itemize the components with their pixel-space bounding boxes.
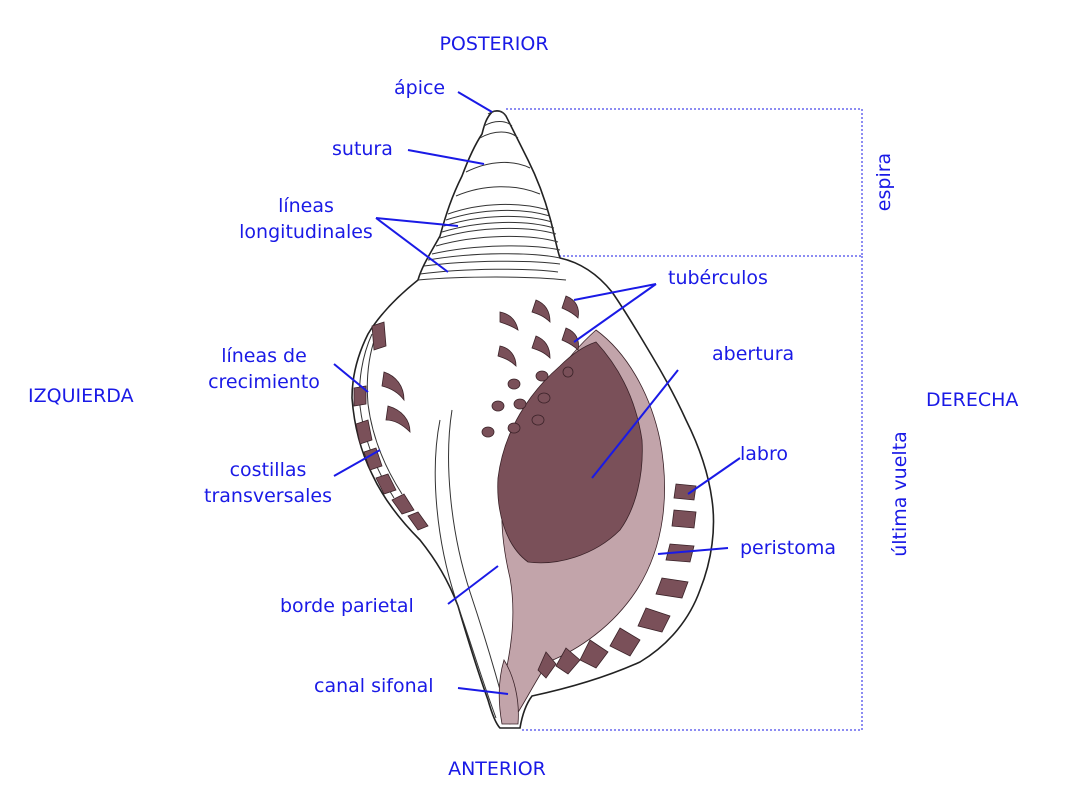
label-lineas-crecimiento-2: crecimiento xyxy=(208,371,320,393)
apex-whorl xyxy=(479,131,519,139)
label-costillas-1: costillas xyxy=(230,459,307,481)
leader-lines xyxy=(333,91,741,695)
label-lineas-longitudinales-1: líneas xyxy=(278,195,334,217)
tubercle xyxy=(385,405,411,433)
label-lineas-crecimiento-1: líneas de xyxy=(221,345,307,367)
label-canal-sifonal: canal sifonal xyxy=(314,675,434,697)
labrum-ribs xyxy=(537,483,697,679)
longitudinal-lines xyxy=(417,203,567,281)
label-costillas-2: transversales xyxy=(204,485,332,507)
label-apice: ápice xyxy=(394,77,445,99)
ultima-vuelta-bracket xyxy=(520,256,863,731)
orientation-anterior: ANTERIOR xyxy=(448,758,546,780)
parietal-wall xyxy=(434,419,497,719)
label-borde-parietal: borde parietal xyxy=(280,595,414,617)
dorsal-tubercles xyxy=(481,295,579,438)
orientation-posterior: POSTERIOR xyxy=(439,33,548,55)
espira-bracket xyxy=(506,108,863,257)
orientation-izquierda: IZQUIERDA xyxy=(28,385,134,407)
suture-line xyxy=(455,186,541,197)
label-sutura: sutura xyxy=(332,138,393,160)
label-lineas-longitudinales-2: longitudinales xyxy=(239,221,373,243)
orientation-derecha: DERECHA xyxy=(926,389,1018,411)
siphonal-canal xyxy=(498,659,519,725)
label-peristoma: peristoma xyxy=(740,537,836,559)
region-espira: espira xyxy=(873,153,895,211)
region-ultima-vuelta: última vuelta xyxy=(889,431,911,557)
apex-whorl xyxy=(483,121,513,127)
suture-line xyxy=(465,161,531,173)
aperture xyxy=(497,341,643,564)
parietal-wall xyxy=(448,409,507,713)
label-abertura: abertura xyxy=(712,343,794,365)
label-tuberculos: tubérculos xyxy=(668,267,768,289)
growth-line xyxy=(359,333,395,499)
tubercle xyxy=(381,371,405,402)
apex-whorl xyxy=(487,110,507,117)
shell-illustration xyxy=(351,110,715,729)
region-brackets xyxy=(506,108,863,731)
label-labro: labro xyxy=(740,443,788,465)
growth-line xyxy=(366,329,403,495)
